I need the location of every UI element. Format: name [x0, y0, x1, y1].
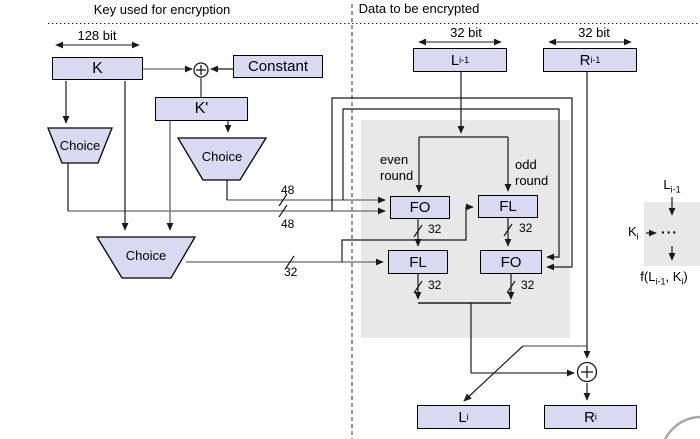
fl-even-box: FL [388, 250, 448, 274]
key-wires-gray [68, 65, 587, 377]
legend-output-sub1: i-1 [655, 276, 666, 287]
fl-even-label: FL [409, 253, 427, 271]
choice2-shape [176, 137, 268, 181]
key-box-label: K [92, 59, 103, 77]
legend-output-pre: f(L [640, 269, 656, 284]
bus48-lower-label: 48 [281, 217, 295, 231]
legend-key-base: K [628, 224, 637, 239]
choice1-shape [47, 127, 113, 164]
fo-even-out-label: 32 [428, 222, 442, 236]
derived-key-box-label: K' [194, 100, 209, 117]
choice1-label: Choice [59, 138, 101, 153]
key-section-title: Key used for encryption [93, 2, 231, 17]
legend-dots: ··· [661, 224, 678, 240]
choice-shapes [47, 127, 268, 279]
fl-odd-box: FL [478, 195, 538, 218]
fl-odd-out-label: 32 [519, 221, 533, 235]
fo-odd-box: FO [480, 250, 542, 274]
bus48-upper-label: 48 [281, 183, 295, 197]
data-section-title: Data to be encrypted [358, 1, 480, 16]
odd-round-label: odd round [515, 157, 549, 188]
fo-even-label: FO [409, 199, 431, 216]
bus32-label: 32 [284, 265, 298, 279]
fl-even-out-label: 32 [428, 278, 442, 292]
l-input-base: L [450, 51, 460, 69]
constant-box-label: Constant [247, 58, 309, 75]
l-output-base: L [458, 408, 467, 426]
legend-key-label: Ki [628, 224, 639, 242]
corner-circle-decoration [663, 415, 700, 439]
legend-output-mid: , K [665, 269, 682, 284]
key-width-label: 128 bit [77, 28, 117, 43]
key-box: K [52, 57, 143, 80]
legend-output-sub2: i [681, 276, 684, 287]
r-output-base: R [584, 408, 595, 426]
fo-odd-label: FO [500, 253, 522, 271]
right-width-label: 32 bit [578, 25, 610, 40]
choice3-shape [95, 236, 197, 279]
legend-key-sub: i [636, 231, 639, 242]
bit-width-arrows [55, 38, 632, 49]
legend-input-base: L [663, 177, 671, 192]
fo-even-box: FO [390, 196, 450, 219]
legend-output-post: ) [683, 269, 688, 284]
legend-output-label: f(Li-1, Ki) [628, 269, 700, 287]
derived-key-box: K' [155, 97, 248, 121]
choice3-label: Choice [125, 248, 167, 263]
bus-width-ticks [278, 193, 516, 294]
legend-input-sub: i-1 [670, 184, 681, 195]
r-input-base: R [579, 51, 591, 69]
even-round-label: even round [380, 152, 414, 183]
legend-input-label: Li-1 [650, 177, 694, 195]
choice2-label: Choice [201, 149, 243, 164]
fl-odd-label: FL [499, 198, 517, 215]
fo-odd-out-label: 32 [521, 278, 535, 292]
constant-box: Constant [233, 55, 323, 78]
xor-icons [193, 62, 598, 383]
left-width-label: 32 bit [450, 25, 482, 40]
data-wires-black [62, 65, 676, 402]
